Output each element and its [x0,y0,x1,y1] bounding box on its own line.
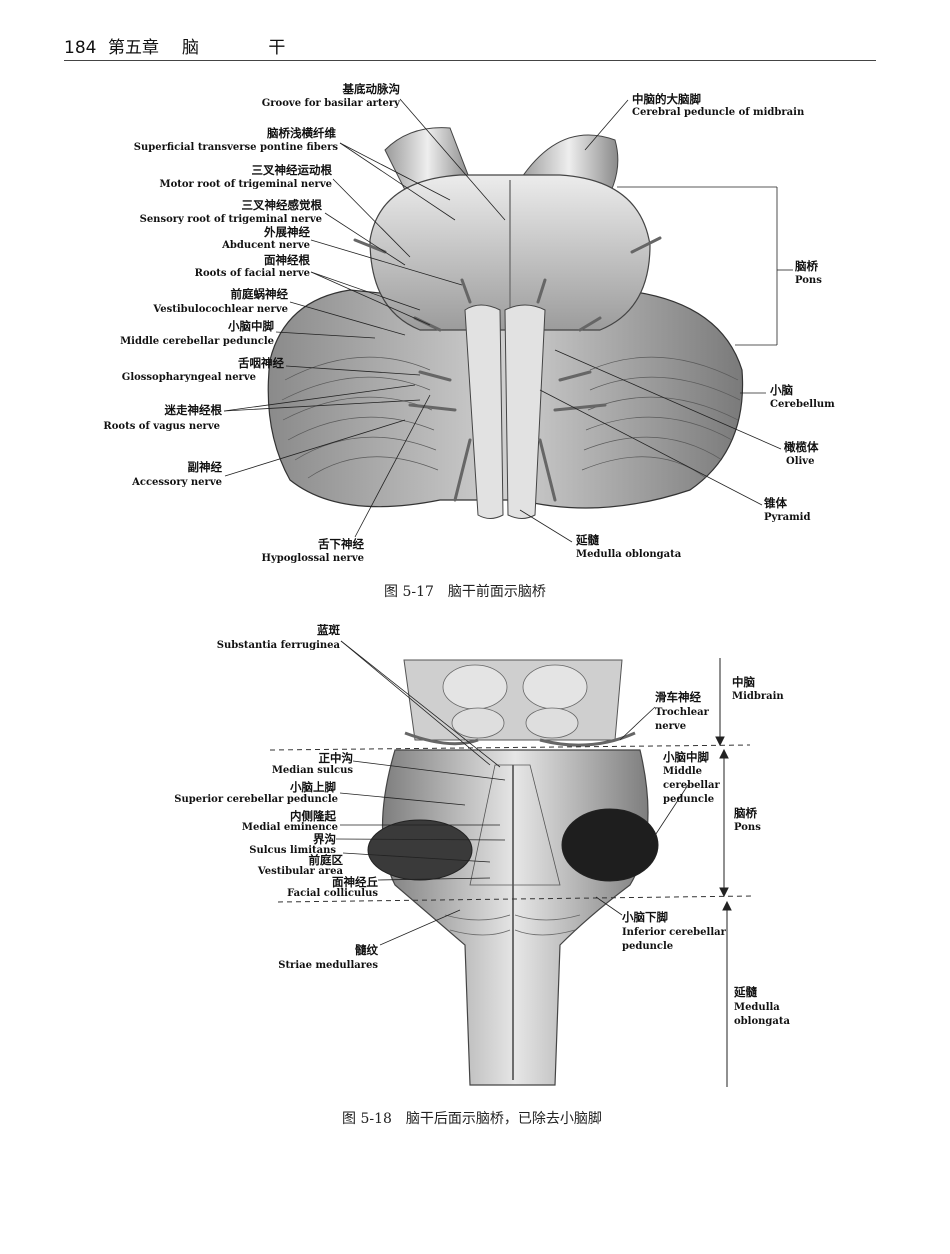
label-midbrain-zh: 中脑 [732,675,755,689]
label-glossopharyngeal-zh: 舌咽神经 [238,356,284,370]
region-arrows [715,658,732,1087]
label-glossopharyngeal-en: Glossopharyngeal nerve [121,372,256,383]
label-pons-en: Pons [734,822,761,833]
trochlear-nerve-left [404,731,479,746]
label-hypoglossal-en: Hypoglossal nerve [261,553,364,564]
page-number: 184 [64,38,97,58]
label-transverse-fibers-en: Superficial transverse pontine fibers [133,142,338,153]
running-header: 184 第五章 脑 干 [64,38,876,61]
brainstem-anterior-illustration [223,98,793,543]
label-pons-zh: 脑桥 [795,259,818,273]
label-trochlear-en-1: Trochlear [655,707,709,718]
pyramid-left [464,304,504,519]
label-transverse-fibers-zh: 脑桥浅横纤维 [267,126,336,140]
label-motor-root-zh: 三叉神经运动根 [251,163,333,177]
cut-peduncle-right [561,808,659,882]
chapter-title: 脑 干 [182,38,318,58]
label-substantia-ferruginea-zh: 蓝斑 [317,623,340,637]
label-olive-zh: 橄榄体 [784,440,819,454]
label-inferior-peduncle-en-1: Inferior cerebellar [622,927,726,938]
label-pyramid-en: Pyramid [764,512,811,523]
inferior-colliculus-right [525,707,579,739]
label-medulla-zh: 延髓 [576,533,599,547]
label-medial-eminence-en: Medial eminence [241,822,338,833]
midbrain-tectum [403,659,623,741]
fig17-leader-lines [223,98,793,543]
label-accessory-zh: 副神经 [187,460,223,474]
label-cerebellum-en: Cerebellum [770,399,835,410]
label-vestibulocochlear-zh: 前庭蜗神经 [230,287,289,301]
label-sensory-root-zh: 三叉神经感觉根 [241,198,323,212]
label-groove-basilar-en: Groove for basilar artery [261,98,400,109]
chapter-number: 第五章 [108,38,159,58]
label-groove-basilar-zh: 基底动脉沟 [342,82,401,96]
label-middle-peduncle-zh: 小脑中脚 [228,319,274,333]
label-medial-eminence-zh: 内侧隆起 [290,809,336,823]
label-vestibular-area-zh: 前庭区 [308,853,344,867]
figure-5-18: 蓝斑 Substantia ferruginea 正中沟 Median sulc… [0,615,950,1135]
label-middle-peduncle-zh: 小脑中脚 [663,750,709,764]
superior-colliculus-left [442,664,508,710]
superior-colliculus-right [522,664,588,710]
striae-lines [444,914,581,936]
label-pons-en: Pons [795,275,822,286]
label-medulla-en-1: Medulla [734,1002,780,1013]
label-medulla-zh: 延髓 [734,985,757,999]
label-abducent-en: Abducent nerve [222,240,310,251]
label-facial-colliculus-en: Facial colliculus [287,888,378,899]
label-facial-roots-zh: 面神经根 [264,253,310,267]
trochlear-nerve-right [539,731,636,747]
fig18-leader-lines [335,640,689,946]
label-vestibulocochlear-en: Vestibulocochlear nerve [153,304,288,315]
rhomboid-fossa [381,749,649,1086]
brainstem-posterior-illustration [269,640,753,1087]
label-motor-root-en: Motor root of trigeminal nerve [159,179,332,190]
label-inferior-peduncle-zh: 小脑下脚 [622,910,668,924]
label-trochlear-zh: 滑车神经 [655,690,701,704]
label-abducent-zh: 外展神经 [264,225,310,239]
label-cerebral-peduncle-en: Cerebral peduncle of midbrain [632,107,805,118]
label-facial-roots-en: Roots of facial nerve [194,268,310,279]
label-superior-peduncle-en: Superior cerebellar peduncle [174,794,338,805]
label-inferior-peduncle-en-2: peduncle [622,941,674,952]
label-middle-peduncle-en: Middle cerebellar peduncle [120,336,274,347]
label-facial-colliculus-zh: 面神经丘 [332,875,378,889]
label-vagus-roots-en: Roots of vagus nerve [103,421,220,432]
pyramid-right [504,304,546,519]
label-striae-medullares-en: Striae medullares [278,960,378,971]
label-substantia-ferruginea-en: Substantia ferruginea [216,640,340,651]
label-midbrain-en: Midbrain [732,691,784,702]
label-medulla-en: Medulla oblongata [576,549,682,560]
label-vagus-roots-zh: 迷走神经根 [164,403,223,417]
figure-5-17: 基底动脉沟 Groove for basilar artery 中脑的大脑脚 C… [0,0,950,610]
figure-5-17-caption: 图 5-17 脑干前面示脑桥 [384,584,546,600]
label-olive-en: Olive [786,456,815,467]
label-cerebral-peduncle-zh: 中脑的大脑脚 [632,92,701,106]
label-middle-peduncle-en-2: cerebellar [663,780,720,791]
label-pyramid-zh: 锥体 [764,496,787,510]
label-middle-peduncle-en-3: peduncle [663,794,715,805]
label-sulcus-limitans-zh: 界沟 [313,832,336,846]
label-striae-medullares-zh: 髓纹 [355,943,378,957]
label-pons-zh: 脑桥 [734,806,757,820]
label-sulcus-limitans-en: Sulcus limitans [249,845,336,856]
inferior-colliculus-left [451,707,505,739]
label-sensory-root-en: Sensory root of trigeminal nerve [139,214,322,225]
label-trochlear-en-2: nerve [655,721,687,732]
nerve-roots [353,236,662,502]
label-hypoglossal-zh: 舌下神经 [318,537,364,551]
figure-5-18-caption: 图 5-18 脑干后面示脑桥，已除去小脑脚 [342,1111,602,1127]
region-boundaries [269,744,753,903]
label-median-sulcus-zh: 正中沟 [318,751,354,765]
label-cerebellum-zh: 小脑 [770,383,793,397]
label-vestibular-area-en: Vestibular area [257,866,343,877]
label-medulla-en-2: oblongata [734,1016,790,1027]
label-accessory-en: Accessory nerve [132,477,222,488]
cut-peduncle-left [367,819,473,881]
label-median-sulcus-en: Median sulcus [271,765,353,776]
label-middle-peduncle-en-1: Middle [663,766,703,777]
label-superior-peduncle-zh: 小脑上脚 [290,780,336,794]
